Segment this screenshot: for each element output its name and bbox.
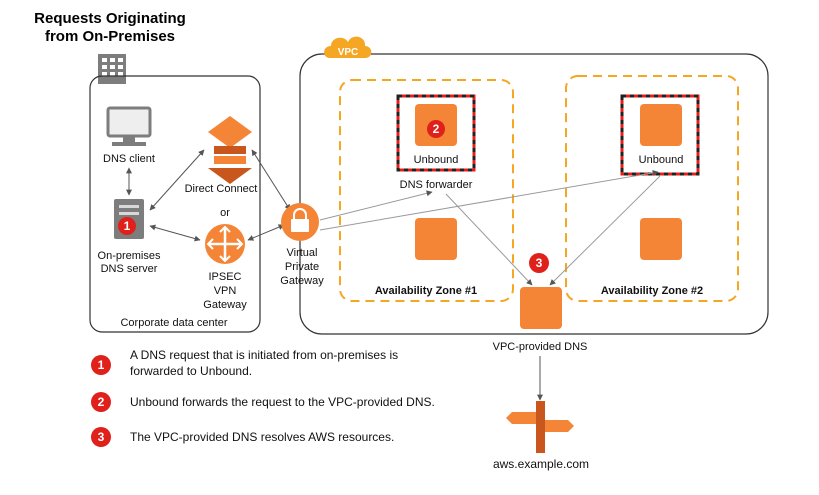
server-directconnect-arrow xyxy=(149,149,205,211)
vpc-box xyxy=(299,53,769,335)
corporate-label: Corporate data center xyxy=(120,317,227,329)
unbound-2-instance-icon xyxy=(640,104,682,146)
route53-label: aws.example.com xyxy=(493,457,589,471)
vpc-cloud-icon xyxy=(324,36,372,58)
svg-text:1: 1 xyxy=(98,358,105,372)
marker-2-on-unbound: 2 xyxy=(427,120,445,138)
svg-text:1: 1 xyxy=(124,219,131,233)
dns-forwarder-label: DNS forwarder xyxy=(400,179,473,191)
or-label: or xyxy=(220,207,230,219)
route53-signpost-icon xyxy=(506,401,574,453)
legend-item-1-line2: forwarded to Unbound. xyxy=(130,364,252,378)
diagram-title-line1: Requests Originating xyxy=(34,10,186,27)
svg-text:2: 2 xyxy=(433,122,440,136)
server-vpn-arrow xyxy=(149,224,201,242)
legend-item-2: Unbound forwards the request to the VPC-… xyxy=(130,395,435,409)
az1-instance-icon xyxy=(415,218,457,260)
az2-label: Availability Zone #2 xyxy=(601,285,703,297)
az1-label: Availability Zone #1 xyxy=(375,285,477,297)
legend-item-3: The VPC-provided DNS resolves AWS resour… xyxy=(130,430,394,444)
vpn-label-line2: VPN xyxy=(214,285,237,297)
legend-marker-2: 2 xyxy=(91,392,111,412)
direct-connect-icon xyxy=(208,116,252,184)
vpn-label-line3: Gateway xyxy=(203,299,247,311)
unbound-1-label: Unbound xyxy=(414,154,459,166)
unbound-2-highlight-dash xyxy=(620,94,700,176)
vgw-label-line2: Private xyxy=(285,261,319,273)
marker-3-near-vpc-dns: 3 xyxy=(529,253,549,273)
marker-1-on-server: 1 xyxy=(118,217,136,235)
unbound1-to-vpcdns-arrow xyxy=(445,193,533,286)
vgw-to-unbound1-arrow xyxy=(319,190,433,221)
vpn-vgw-arrow xyxy=(247,224,285,241)
directconnect-vgw-arrow xyxy=(251,149,291,211)
server-label-line2: DNS server xyxy=(101,263,158,275)
legend-item-1-line1: A DNS request that is initiated from on-… xyxy=(130,348,398,362)
legend-marker-1: 1 xyxy=(91,355,111,375)
svg-text:3: 3 xyxy=(536,256,543,270)
server-label-line1: On-premises xyxy=(98,250,161,262)
dns-client-monitor-icon xyxy=(106,106,152,146)
vgw-label-line1: Virtual xyxy=(287,247,318,259)
direct-connect-label: Direct Connect xyxy=(185,183,258,195)
unbound-2-label: Unbound xyxy=(639,154,684,166)
vpc-label: VPC xyxy=(338,47,359,58)
diagram-title-line2: from On-Premises xyxy=(45,28,175,45)
unbound-1-highlight-dash xyxy=(396,94,476,172)
vpn-gateway-icon xyxy=(205,224,245,264)
az2-instance-icon xyxy=(640,218,682,260)
svg-text:3: 3 xyxy=(98,430,105,444)
svg-text:2: 2 xyxy=(98,395,105,409)
dns-client-label: DNS client xyxy=(103,153,155,165)
vgw-label-line3: Gateway xyxy=(280,275,324,287)
vpc-dns-icon xyxy=(520,287,562,329)
legend-marker-3: 3 xyxy=(91,427,111,447)
vpn-label-line1: IPSEC xyxy=(208,271,241,283)
vgw-to-unbound2-arrow xyxy=(319,169,659,231)
virtual-private-gateway-icon xyxy=(281,203,319,241)
availability-zone-2-box xyxy=(565,75,739,302)
unbound2-to-vpcdns-arrow xyxy=(549,175,661,286)
availability-zone-1-box xyxy=(339,79,514,302)
building-icon xyxy=(98,54,126,84)
vpc-dns-label: VPC-provided DNS xyxy=(493,341,588,353)
